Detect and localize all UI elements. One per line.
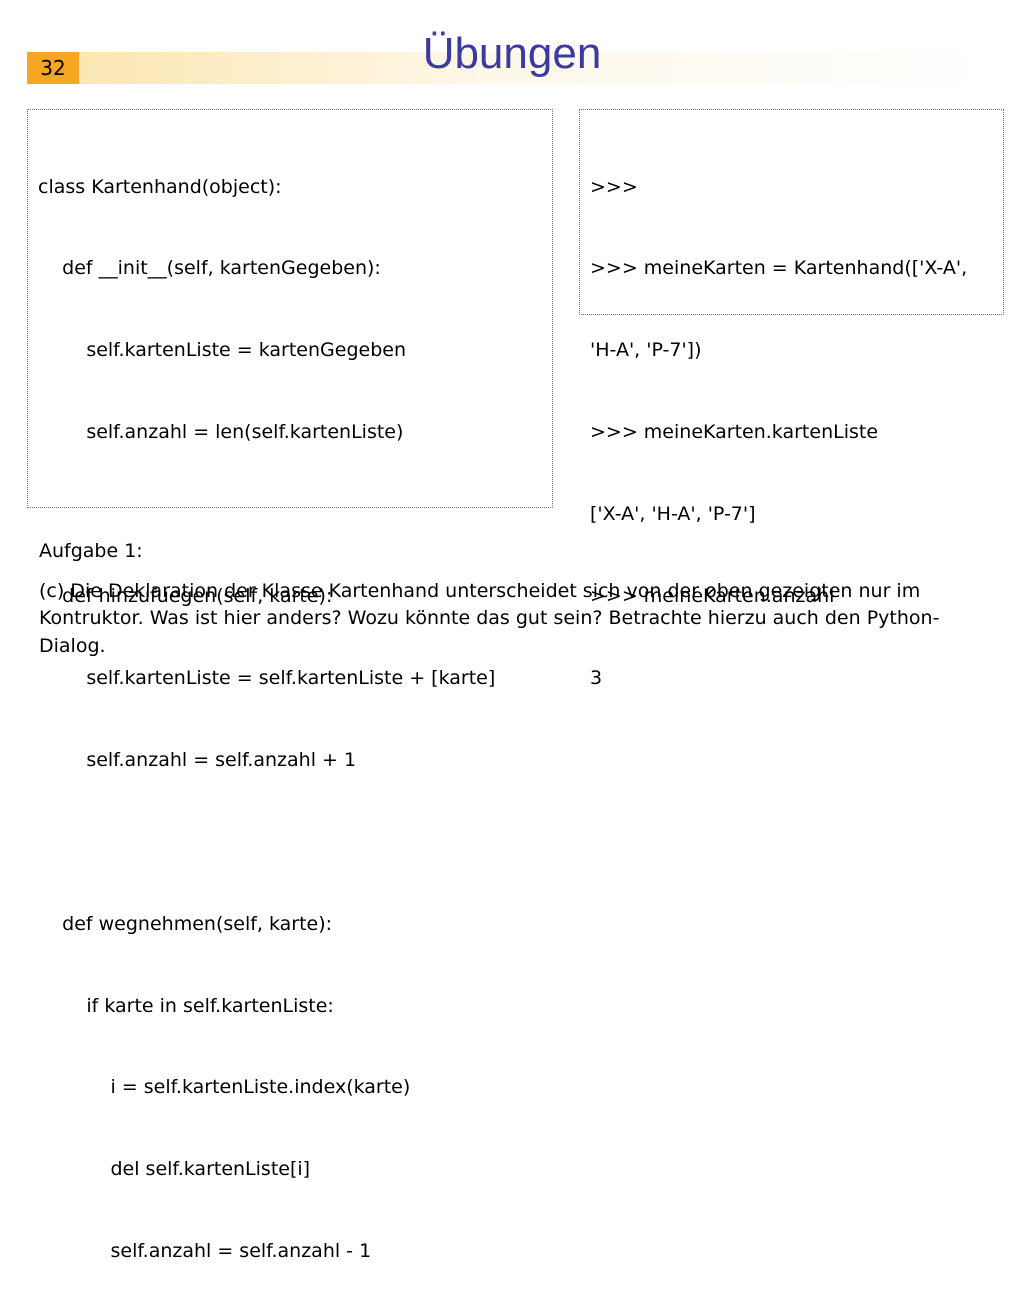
code-line: del self.kartenListe[i] <box>38 1158 311 1181</box>
code-line: self.anzahl = self.anzahl + 1 <box>38 748 357 771</box>
dialog-line: 'H-A', 'P-7']) <box>590 339 702 362</box>
code-line: class Kartenhand(object): <box>38 175 282 198</box>
code-line: def wegnehmen(self, karte): <box>38 912 333 935</box>
class-code-box: class Kartenhand(object): def __init__(s… <box>27 109 553 1262</box>
code-line: self.kartenListe = self.kartenListe + [k… <box>38 666 496 689</box>
dialog-line: 3 <box>590 666 603 689</box>
dialog-line: >>> meineKarten.anzahl <box>590 585 835 608</box>
slide-number: 32 <box>27 52 79 84</box>
code-line: if karte in self.kartenListe: <box>38 994 334 1017</box>
task-text: (c) Die Deklaration der Klasse Kartenhan… <box>39 580 940 657</box>
code-line <box>38 501 552 528</box>
code-line: self.kartenListe = kartenGegeben <box>38 339 406 362</box>
dialog-line: >>> meineKarten = Kartenhand(['X-A', <box>590 257 968 280</box>
title-bar <box>79 52 997 84</box>
code-line: i = self.kartenListe.index(karte) <box>38 1076 411 1099</box>
dialog-line: >>> meineKarten.kartenListe <box>590 421 879 444</box>
dialog-line: ['X-A', 'H-A', 'P-7'] <box>590 503 756 526</box>
task-heading: Aufgabe 1: <box>39 540 143 562</box>
dialog-line: >>> <box>590 175 638 198</box>
slide-title: Übungen <box>422 29 602 78</box>
code-line: self.anzahl = len(self.kartenListe) <box>38 421 404 444</box>
code-line <box>38 829 552 856</box>
code-line: self.anzahl = self.anzahl - 1 <box>38 1240 372 1263</box>
python-dialog-box: >>> >>> meineKarten = Kartenhand(['X-A',… <box>579 109 1004 689</box>
code-line: def hinzufuegen(self, karte): <box>38 585 333 608</box>
code-line: def __init__(self, kartenGegeben): <box>38 257 381 280</box>
